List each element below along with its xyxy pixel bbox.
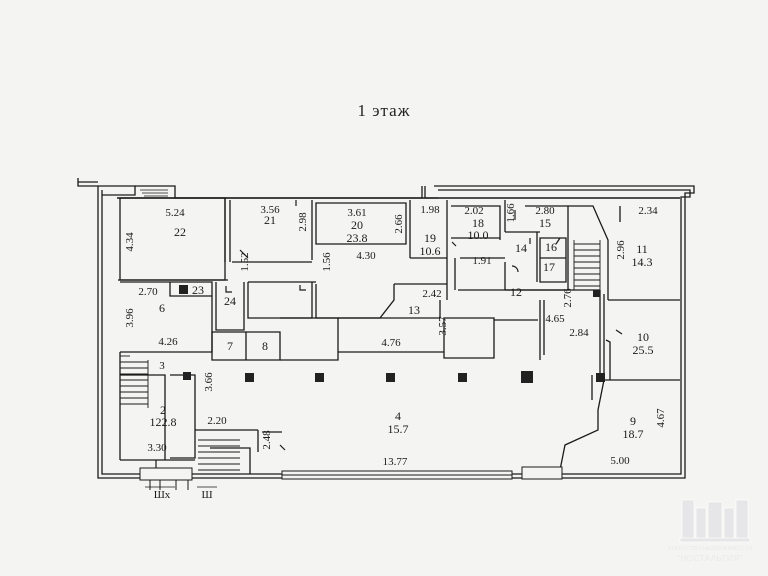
- dim-1-91: 1.91: [472, 255, 491, 267]
- dim-1-56: 1.56: [321, 252, 333, 272]
- room-18-area: 23.8: [347, 231, 368, 245]
- room-11-id: 13: [408, 303, 420, 317]
- stair-right: [573, 240, 601, 290]
- room-19-id: 21: [264, 213, 276, 227]
- room-2-id: 4: [395, 409, 401, 423]
- room-1-id: 2: [160, 403, 166, 417]
- dim-5-24: 5.24: [165, 207, 185, 219]
- dim-2-34: 2.34: [638, 205, 658, 217]
- dim-2-48: 2.48: [261, 430, 273, 450]
- dim-2-96: 2.96: [615, 240, 627, 260]
- room-labels: 22 21 20 23.8 19 10.6 18 10.0 15 14 16 1…: [150, 213, 654, 441]
- room-10-id: 12: [510, 285, 522, 299]
- room-20-id: 22: [174, 225, 186, 239]
- entrance-left-label: Шх: [154, 489, 171, 501]
- doors: [155, 200, 623, 468]
- dim-3-30: 3.30: [147, 442, 167, 454]
- dim-2-80: 2.80: [535, 205, 555, 217]
- dim-2-20: 2.20: [207, 415, 227, 427]
- dim-4-34: 4.34: [124, 232, 136, 252]
- agency-logo-icon: [679, 499, 751, 543]
- dim-1-66: 1.66: [505, 203, 517, 223]
- dim-2-84: 2.84: [569, 327, 589, 339]
- room-22-id: 24: [224, 294, 236, 308]
- room-9-area: 14.3: [632, 255, 653, 269]
- room-12-id: 14: [515, 241, 527, 255]
- dim-3-96: 3.96: [124, 308, 136, 328]
- room-5-id: 7: [227, 339, 233, 353]
- room-8-id: 10: [637, 330, 649, 344]
- room-7-id: 9: [630, 414, 636, 428]
- room-17-id: 19: [424, 231, 436, 245]
- dim-4-76: 4.76: [381, 337, 401, 349]
- dim-1-98: 1.98: [420, 204, 440, 216]
- entrance-right-label: Ш: [201, 489, 212, 501]
- dim-2-98: 2.98: [297, 212, 309, 232]
- room-16-area: 10.0: [468, 228, 489, 242]
- dim-13-77: 13.77: [383, 456, 408, 468]
- room-7-area: 18.7: [623, 427, 644, 441]
- floor-title: 1 этаж: [357, 101, 411, 120]
- stair-bottom: [198, 439, 240, 471]
- room-1-area: 122.8: [150, 415, 177, 429]
- dim-4-26: 4.26: [158, 336, 178, 348]
- dim-3-57: 3.57: [437, 316, 449, 336]
- dim-2-02: 2.02: [464, 205, 483, 217]
- dimension-labels: 5.24 4.34 3.56 2.98 3.61 2.66 1.98 2.02 …: [124, 203, 667, 468]
- room-8-area: 25.5: [633, 343, 654, 357]
- room-17-area: 10.6: [420, 244, 441, 258]
- stair-left: [120, 355, 149, 408]
- bottom-openings: [139, 466, 563, 490]
- stair-top-left: [140, 189, 168, 197]
- agency-logo-caption: АГЕНТСТВО НЕДВИЖИМОСТИ "НОСТАЛЬГИЯ": [655, 545, 765, 563]
- room-14-id: 16: [545, 240, 557, 254]
- dim-5-00: 5.00: [610, 455, 630, 467]
- room-4-id: 6: [159, 301, 165, 315]
- room-15-id: 17: [543, 260, 555, 274]
- interior-walls: [118, 197, 680, 479]
- room-2-area: 15.7: [388, 422, 409, 436]
- room-13-id: 15: [539, 216, 551, 230]
- room-21-id: 23: [192, 283, 204, 297]
- dim-1-52: 1.52: [239, 252, 251, 271]
- agency-logo-line1: АГЕНТСТВО НЕДВИЖИМОСТИ: [667, 546, 753, 552]
- room-9-id: 11: [636, 242, 648, 256]
- dim-3-56: 3.56: [260, 204, 280, 216]
- dim-3-61: 3.61: [347, 207, 366, 219]
- dim-3-66: 3.66: [203, 372, 215, 392]
- outer-walls: [77, 178, 695, 479]
- room-6-id: 8: [262, 339, 268, 353]
- dim-3: 3: [159, 360, 165, 372]
- dim-2-76: 2.76: [562, 288, 574, 308]
- dim-2-66: 2.66: [393, 214, 405, 234]
- agency-logo-line2: "НОСТАЛЬГИЯ": [677, 554, 743, 563]
- entrance-labels: Шх Ш: [145, 486, 217, 501]
- dim-2-42: 2.42: [422, 288, 441, 300]
- room-16-id: 18: [472, 216, 484, 230]
- columns: [179, 285, 605, 383]
- room-18-id: 20: [351, 218, 363, 232]
- dim-4-65: 4.65: [545, 313, 565, 325]
- dim-4-30: 4.30: [356, 250, 376, 262]
- dim-2-70: 2.70: [138, 286, 158, 298]
- dim-4-67: 4.67: [655, 408, 667, 428]
